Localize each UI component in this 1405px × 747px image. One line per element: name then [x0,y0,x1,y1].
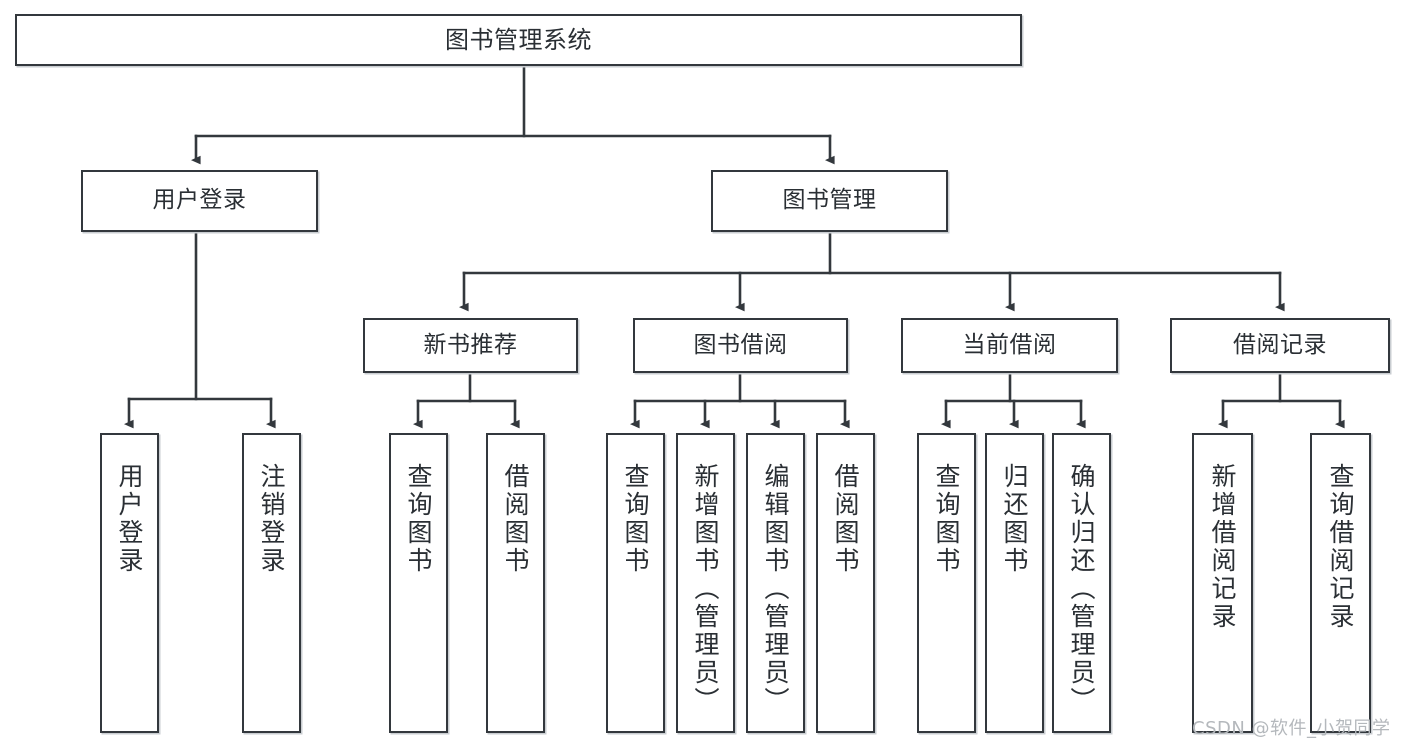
node-borrow-record[interactable]: 借阅记录 [1170,318,1390,373]
node-label: 新书推荐 [423,331,518,358]
node-book-borrow[interactable]: 图书借阅 [633,318,848,373]
csdn-watermark: CSDN @软件_小贺同学 [1192,718,1391,739]
leaf-borrow-edit-book-admin[interactable]: 编辑图书（管理员） [746,433,805,733]
node-label: 注销登录 [257,463,286,575]
node-new-book-recommend[interactable]: 新书推荐 [363,318,578,373]
node-book-management[interactable]: 图书管理 [711,170,948,232]
node-label: 当前借阅 [962,331,1057,358]
node-label: 编辑图书（管理员） [761,463,790,715]
node-label: 确认归还（管理员） [1067,463,1096,715]
leaf-borrow-query-book[interactable]: 查询图书 [606,433,665,733]
leaf-recommend-query-book[interactable]: 查询图书 [389,433,448,733]
leaf-current-confirm-return-admin[interactable]: 确认归还（管理员） [1052,433,1111,733]
node-label: 图书管理 [782,187,877,214]
node-user-login[interactable]: 用户登录 [81,170,318,232]
leaf-record-query-borrow-record[interactable]: 查询借阅记录 [1310,433,1371,733]
leaf-user-login[interactable]: 用户登录 [100,433,159,733]
node-label: 归还图书 [1000,463,1029,575]
node-current-borrow[interactable]: 当前借阅 [901,318,1118,373]
leaf-record-add-borrow-record[interactable]: 新增借阅记录 [1192,433,1253,733]
node-label: 借阅记录 [1233,331,1327,358]
node-label: 查询借阅记录 [1326,463,1355,631]
node-label: 查询图书 [932,463,961,575]
node-label: 借阅图书 [501,463,530,575]
node-label: 借阅图书 [831,463,860,575]
node-label: 查询图书 [404,463,433,575]
leaf-user-logout[interactable]: 注销登录 [242,433,301,733]
node-label: 用户登录 [115,463,144,575]
leaf-current-return-book[interactable]: 归还图书 [985,433,1044,733]
leaf-borrow-add-book-admin[interactable]: 新增图书（管理员） [676,433,735,733]
leaf-current-query-book[interactable]: 查询图书 [917,433,976,733]
node-label: 图书借阅 [693,331,788,358]
node-label: 用户登录 [152,187,247,214]
node-label: 查询图书 [621,463,650,575]
node-label: 图书管理系统 [445,25,592,54]
node-root-system[interactable]: 图书管理系统 [15,14,1022,66]
leaf-recommend-borrow-book[interactable]: 借阅图书 [486,433,545,733]
leaf-borrow-borrow-book[interactable]: 借阅图书 [816,433,875,733]
node-label: 新增图书（管理员） [691,463,720,715]
node-label: 新增借阅记录 [1208,463,1237,631]
